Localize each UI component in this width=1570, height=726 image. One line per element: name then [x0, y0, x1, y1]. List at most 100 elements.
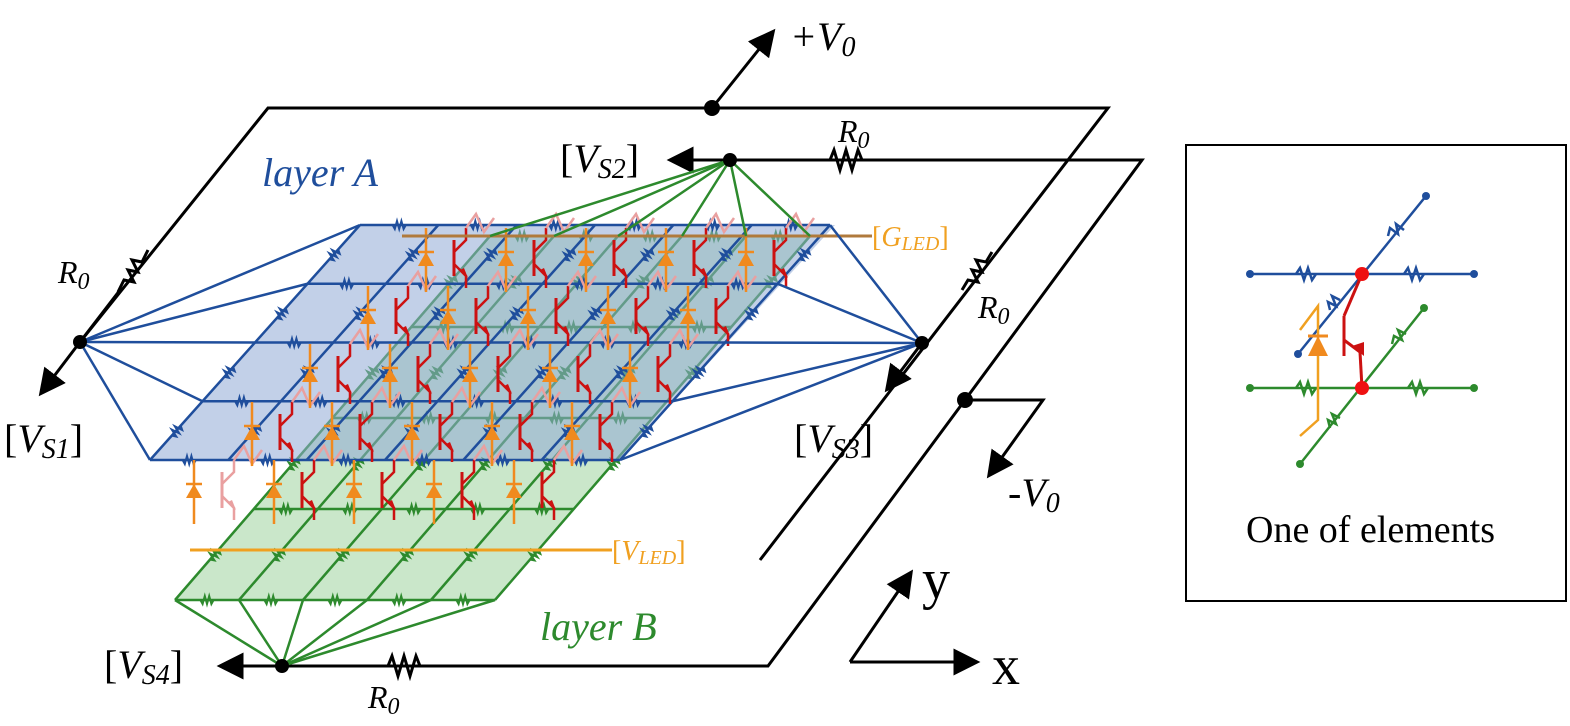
transistor-collector [395, 286, 410, 311]
led-diode [404, 426, 420, 440]
transistor-link [290, 385, 322, 409]
layer-a-resistor [260, 452, 275, 468]
transistor-arrow [228, 500, 236, 510]
transistor-collector [381, 460, 396, 485]
layer-a-resistor [508, 306, 524, 321]
vs3-fanout-line [777, 282, 923, 345]
transistor-collector [221, 460, 236, 485]
transistor-arrow [468, 500, 476, 510]
layer-a-resistor [168, 423, 184, 439]
layer-a-resistor [326, 247, 342, 262]
layer-b-resistor [327, 592, 343, 608]
led-diode [506, 484, 522, 498]
transistor-collector [359, 402, 374, 427]
vs3-label: [VS3] [794, 416, 873, 465]
led-diode [346, 484, 362, 498]
layer-a-resistor [430, 306, 446, 321]
transistor-arrow [482, 326, 490, 336]
transistor-link [464, 211, 496, 235]
transistor-link [566, 269, 598, 293]
led-diode [324, 426, 340, 440]
layer-a-resistor [613, 365, 629, 380]
led-diode [244, 426, 260, 440]
layer-a-resistor [796, 247, 812, 262]
transistor-link [552, 443, 584, 467]
layer-a-col-line [540, 224, 753, 461]
axis-y-label: y [922, 549, 950, 611]
led-diode [426, 484, 442, 498]
transistor-collector [475, 286, 490, 311]
layer-a-resistor [404, 247, 420, 262]
layer-b-resistor [534, 501, 550, 517]
layer-a-resistor [390, 393, 406, 410]
led-diode [302, 368, 318, 382]
led-diode [266, 484, 282, 498]
transistor-collector [461, 460, 476, 485]
transistor-link [610, 385, 642, 409]
transistor-collector [301, 460, 316, 485]
r0-resistor-bottom [380, 650, 428, 682]
transistor-link [348, 327, 380, 351]
layer-b-resistor [527, 547, 543, 562]
transistor-link [726, 269, 758, 293]
transistor-link [472, 443, 504, 467]
transistor-arrow [526, 442, 534, 452]
transistor-link [704, 211, 736, 235]
gled-label: [GLED] [872, 222, 949, 255]
vs2-label: [VS2] [560, 136, 639, 185]
led-diode [186, 484, 202, 498]
transistor-collector [337, 344, 352, 369]
plus-v0-node [704, 100, 720, 116]
transistor-link [312, 443, 344, 467]
layer-a-resistor [639, 247, 655, 262]
vs1-arrow [38, 341, 82, 397]
minus-v0-node [957, 392, 973, 408]
transistor-collector [533, 228, 548, 253]
led-diode [600, 310, 616, 324]
vs4-fanout-line [281, 598, 496, 668]
vs3-fanout-line [829, 224, 923, 344]
layer-b-resistor [391, 592, 407, 608]
r0-label-bottom: R0 [367, 679, 400, 720]
inset-frame [1185, 144, 1567, 602]
vs1-fanout-line [79, 282, 308, 344]
transistor-arrow [606, 442, 614, 452]
layer-b-resistor [406, 501, 422, 517]
transistor-link [392, 443, 424, 467]
layer-b-resistor [207, 547, 223, 562]
inset-led-diode [1308, 336, 1328, 356]
vs2-node [723, 153, 737, 167]
axis-indicator [848, 569, 981, 676]
layer-b-resistor [263, 592, 279, 608]
transistor-collector [635, 286, 650, 311]
transistor-arrow [504, 384, 512, 394]
inset-led [1299, 302, 1320, 437]
transistor-collector [417, 344, 432, 369]
layer-a-resistor [352, 306, 368, 321]
transistor-link [508, 327, 540, 351]
transistor-collector [657, 344, 672, 369]
transistor-collector [541, 460, 556, 485]
axis-y-arrow [848, 569, 914, 663]
led-diode [520, 310, 536, 324]
led-diode [418, 252, 434, 266]
layer-b-resistor [399, 547, 415, 562]
transistor-arrow [584, 384, 592, 394]
layer-b-fanout [174, 158, 811, 668]
transistor-arrow [548, 500, 556, 510]
layer-a-resistor [587, 306, 603, 321]
led-diode [484, 426, 500, 440]
transistor-arrow [562, 326, 570, 336]
transistor-collector [715, 286, 730, 311]
transistor-link [428, 327, 460, 351]
vs2-fanout-line [728, 159, 748, 237]
minus-v0-frame-lower [282, 399, 967, 668]
vs1-node [73, 335, 87, 349]
r0-label-right: R0 [977, 289, 1010, 330]
led-diode [564, 426, 580, 440]
inset-panel: One of elements [1185, 144, 1567, 602]
led-diode [462, 368, 478, 382]
r0-resistor-top [820, 144, 872, 176]
transistor-link [588, 327, 620, 351]
